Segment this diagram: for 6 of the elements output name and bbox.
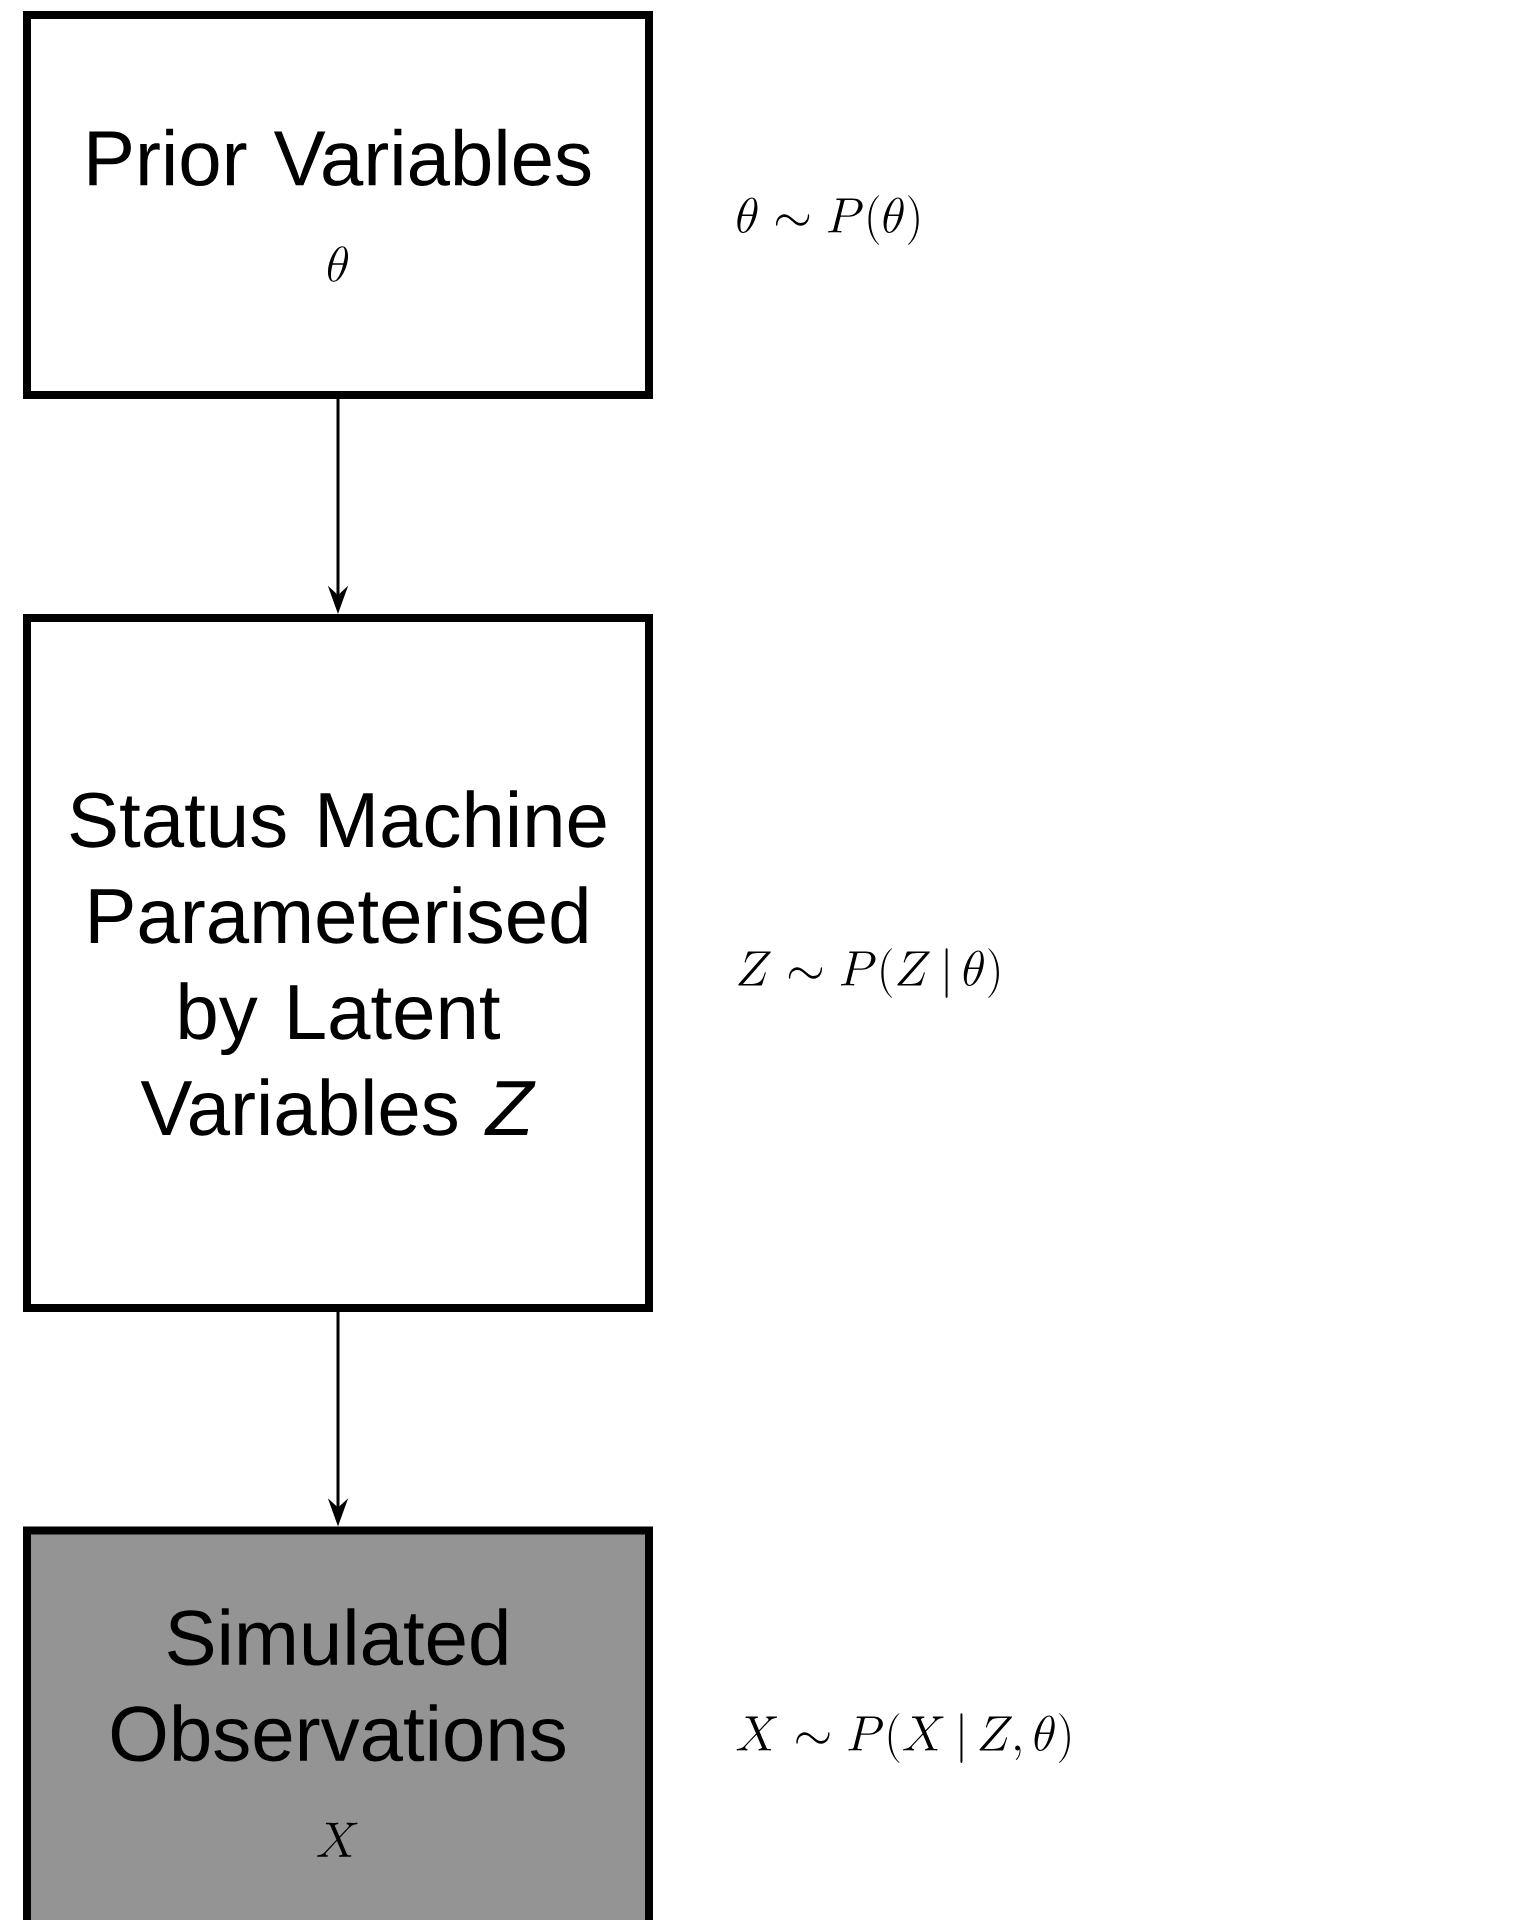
formula-label: $Z \sim P(Z\,|\,\theta)$	[738, 948, 999, 998]
formula-label: $X \sim P(X\,|\,Z, \theta)$	[736, 1713, 1070, 1763]
process-box: Simulated Observations $X$	[23, 1526, 653, 1920]
process-box: Prior Variables $\theta$	[23, 11, 653, 399]
formula-label: $\theta \sim P(\theta)$	[737, 195, 919, 245]
process-box: Status Machine Parameterised by Latent Variables Z	[23, 614, 653, 1312]
